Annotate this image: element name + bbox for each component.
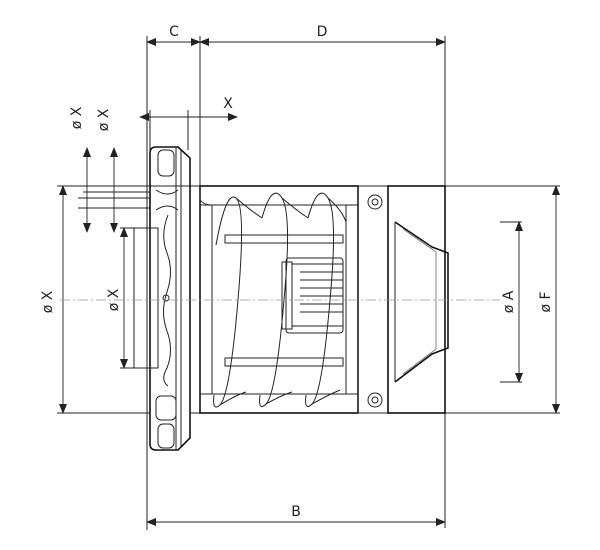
internal-element [224, 234, 344, 367]
label-dia-x-inner: ø X [106, 288, 122, 311]
label-d: D [317, 24, 328, 40]
label-b: B [291, 504, 301, 520]
label-dia-f: ø F [538, 291, 554, 312]
dimension-lines [59, 38, 560, 526]
dimension-labels: C D B X ø X ø X ø A ø F ø X ø X [40, 24, 554, 520]
body [199, 185, 446, 414]
flange [133, 146, 200, 451]
label-dia-x-bolt2: ø X [96, 108, 112, 131]
extension-lines [57, 36, 560, 530]
cone-outlet [394, 221, 449, 383]
label-dia-x-bolt1: ø X [69, 106, 85, 129]
label-x-top: X [223, 96, 233, 112]
label-dia-a: ø A [501, 290, 517, 313]
label-dia-x-outer: ø X [40, 290, 56, 313]
label-c: C [169, 24, 179, 40]
